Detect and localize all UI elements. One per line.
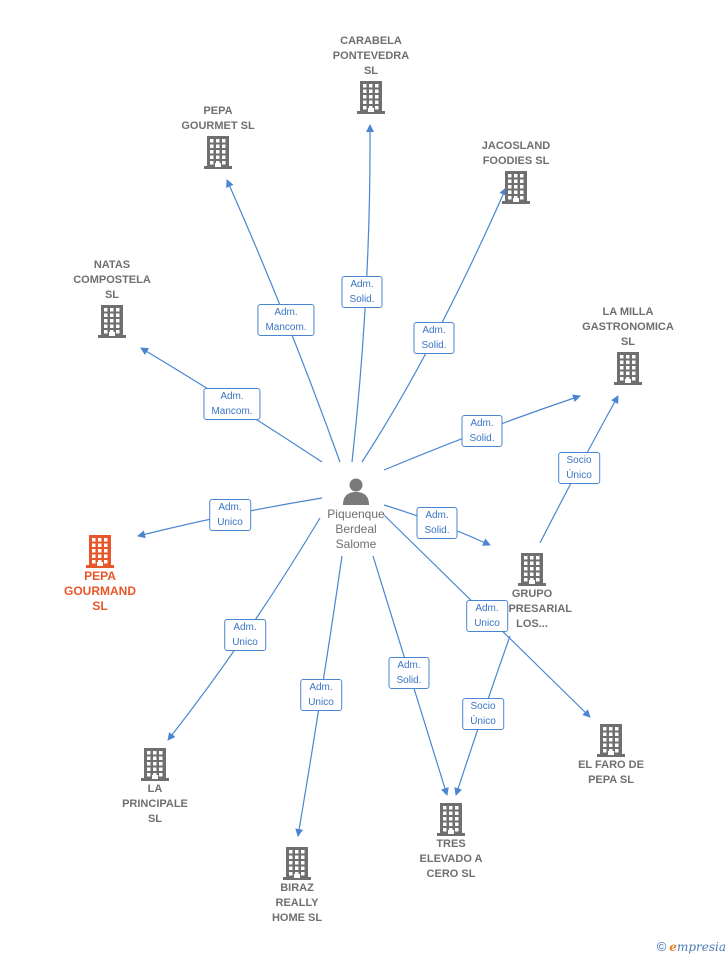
company-label: PEPA GOURMAND SL xyxy=(64,569,136,613)
company-label: LA MILLA GASTRONOMICA SL xyxy=(582,306,674,348)
building-icon xyxy=(95,746,215,782)
building-icon xyxy=(472,551,592,587)
company-node-tres-elevado[interactable]: TRES ELEVADO A CERO SL xyxy=(391,801,511,882)
company-node-pepa-gourmet[interactable]: PEPA GOURMET SL xyxy=(158,104,278,170)
company-label: JACOSLAND FOODIES SL xyxy=(481,140,551,167)
relation-label[interactable]: Adm. Unico xyxy=(209,499,251,531)
company-label: LA PRINCIPALE SL xyxy=(122,783,188,825)
building-icon xyxy=(551,722,671,758)
copyright-icon: © xyxy=(656,939,667,954)
relation-label[interactable]: Adm. Unico xyxy=(300,679,342,711)
relation-label[interactable]: Adm. Mancom. xyxy=(203,388,261,420)
company-node-grupo[interactable]: GRUPO EMPRESARIAL LOS... xyxy=(472,551,592,632)
relation-label[interactable]: Adm. Solid. xyxy=(416,507,458,539)
company-node-el-faro[interactable]: EL FARO DE PEPA SL xyxy=(551,722,671,788)
building-icon xyxy=(52,303,172,339)
relation-label[interactable]: Adm. Solid. xyxy=(341,276,383,308)
company-node-biraz[interactable]: BIRAZ REALLY HOME SL xyxy=(237,845,357,926)
company-node-la-milla[interactable]: LA MILLA GASTRONOMICA SL xyxy=(568,305,688,386)
relation-label[interactable]: Adm. Unico xyxy=(466,600,508,632)
company-node-la-principale[interactable]: LA PRINCIPALE SL xyxy=(95,746,215,827)
company-node-natas[interactable]: NATAS COMPOSTELA SL xyxy=(52,258,172,339)
brand-logo: empresia xyxy=(669,939,726,954)
building-icon xyxy=(237,845,357,881)
relation-label[interactable]: Adm. Solid. xyxy=(461,415,503,447)
company-node-jacosland[interactable]: JACOSLAND FOODIES SL xyxy=(456,139,576,205)
company-label: BIRAZ REALLY HOME SL xyxy=(271,882,323,924)
company-node-pepa-gourmand[interactable]: PEPA GOURMAND SL xyxy=(40,533,160,614)
company-label: EL FARO DE PEPA SL xyxy=(578,759,644,786)
person-node-center[interactable]: Piquenque Berdeal Salome xyxy=(301,476,411,552)
company-label: GRUPO EMPRESARIAL LOS... xyxy=(491,588,573,630)
relation-label[interactable]: Adm. Solid. xyxy=(388,657,430,689)
relation-label[interactable]: Adm. Mancom. xyxy=(257,304,315,336)
company-label: TRES ELEVADO A CERO SL xyxy=(419,838,483,880)
relation-label[interactable]: Socio Único xyxy=(462,698,504,730)
building-icon xyxy=(311,79,431,115)
person-icon xyxy=(343,478,369,505)
company-label: NATAS COMPOSTELA SL xyxy=(73,259,151,301)
relation-label[interactable]: Adm. Unico xyxy=(224,619,266,651)
building-icon xyxy=(158,134,278,170)
building-icon xyxy=(568,350,688,386)
company-label: PEPA GOURMET SL xyxy=(181,105,255,132)
relation-label[interactable]: Adm. Solid. xyxy=(413,322,455,354)
relation-label[interactable]: Socio Único xyxy=(558,452,600,484)
building-icon xyxy=(456,169,576,205)
person-name: Piquenque Berdeal Salome xyxy=(327,507,385,551)
footer-branding: © empresia xyxy=(657,939,726,954)
building-icon xyxy=(391,801,511,837)
company-label: CARABELA PONTEVEDRA SL xyxy=(332,35,410,77)
building-icon xyxy=(40,533,160,569)
company-node-carabela[interactable]: CARABELA PONTEVEDRA SL xyxy=(311,34,431,115)
